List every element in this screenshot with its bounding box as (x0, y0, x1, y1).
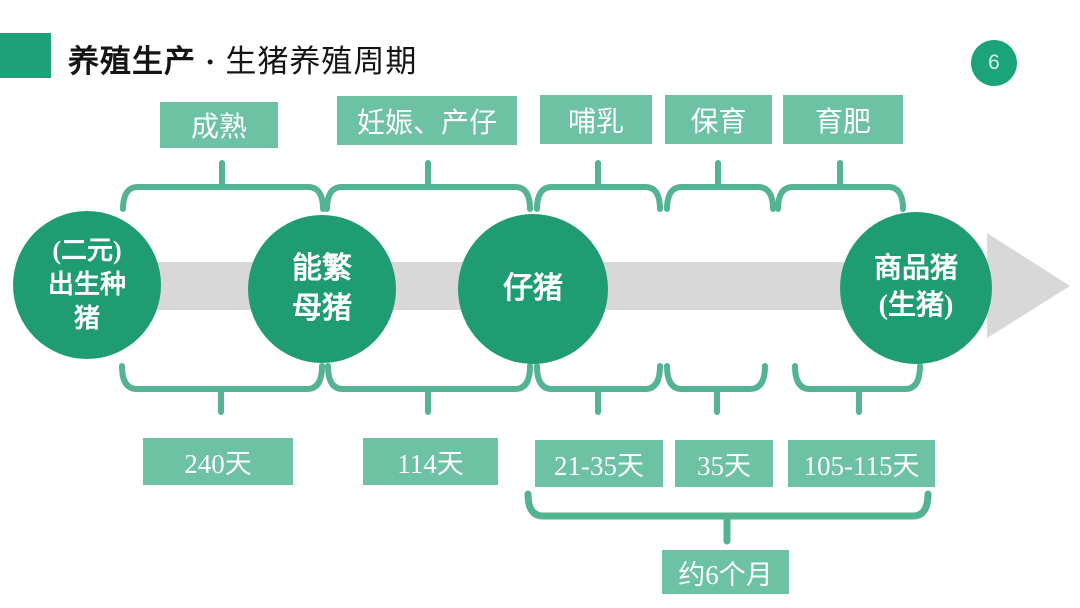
node-birth-breeding-pig: (二元) 出生种 猪 (13, 211, 161, 359)
duration-nursery: 35天 (675, 440, 773, 487)
brace-bottom-3 (534, 363, 663, 415)
title-accent-square (0, 33, 51, 78)
stage-label-maturity: 成熟 (160, 102, 278, 148)
brace-bottom-1 (119, 363, 325, 415)
brace-top-2 (324, 160, 533, 212)
page-number-badge: 6 (971, 40, 1017, 86)
duration-maturity: 240天 (143, 438, 293, 485)
summary-duration: 约6个月 (662, 550, 789, 594)
node-breeding-sow: 能繁 母猪 (248, 215, 396, 363)
brace-top-5 (775, 160, 906, 212)
brace-bottom-5 (792, 363, 923, 415)
brace-bottom-2 (325, 363, 533, 415)
title-subtitle: 生猪养殖周期 (225, 44, 418, 79)
node-market-hog: 商品猪 (生猪) (840, 212, 992, 364)
brace-summary (524, 490, 932, 545)
timeline-arrowhead-icon (987, 233, 1070, 338)
stage-label-fattening: 育肥 (783, 95, 903, 144)
brace-bottom-4 (664, 363, 768, 415)
brace-top-4 (664, 160, 776, 212)
duration-fattening: 105-115天 (788, 440, 935, 487)
brace-top-3 (534, 160, 663, 212)
stage-label-gestation: 妊娠、产仔 (337, 96, 517, 145)
stage-label-lactation: 哺乳 (540, 95, 652, 144)
duration-gestation: 114天 (363, 438, 498, 485)
duration-lactation: 21-35天 (535, 440, 663, 487)
title-section: 养殖生产 (68, 44, 196, 79)
stage-label-nursery: 保育 (665, 95, 772, 144)
brace-top-1 (120, 160, 326, 212)
node-piglet: 仔猪 (458, 214, 608, 364)
page-title: 养殖生产 ·生猪养殖周期 (68, 36, 417, 81)
title-separator: · (205, 44, 217, 79)
